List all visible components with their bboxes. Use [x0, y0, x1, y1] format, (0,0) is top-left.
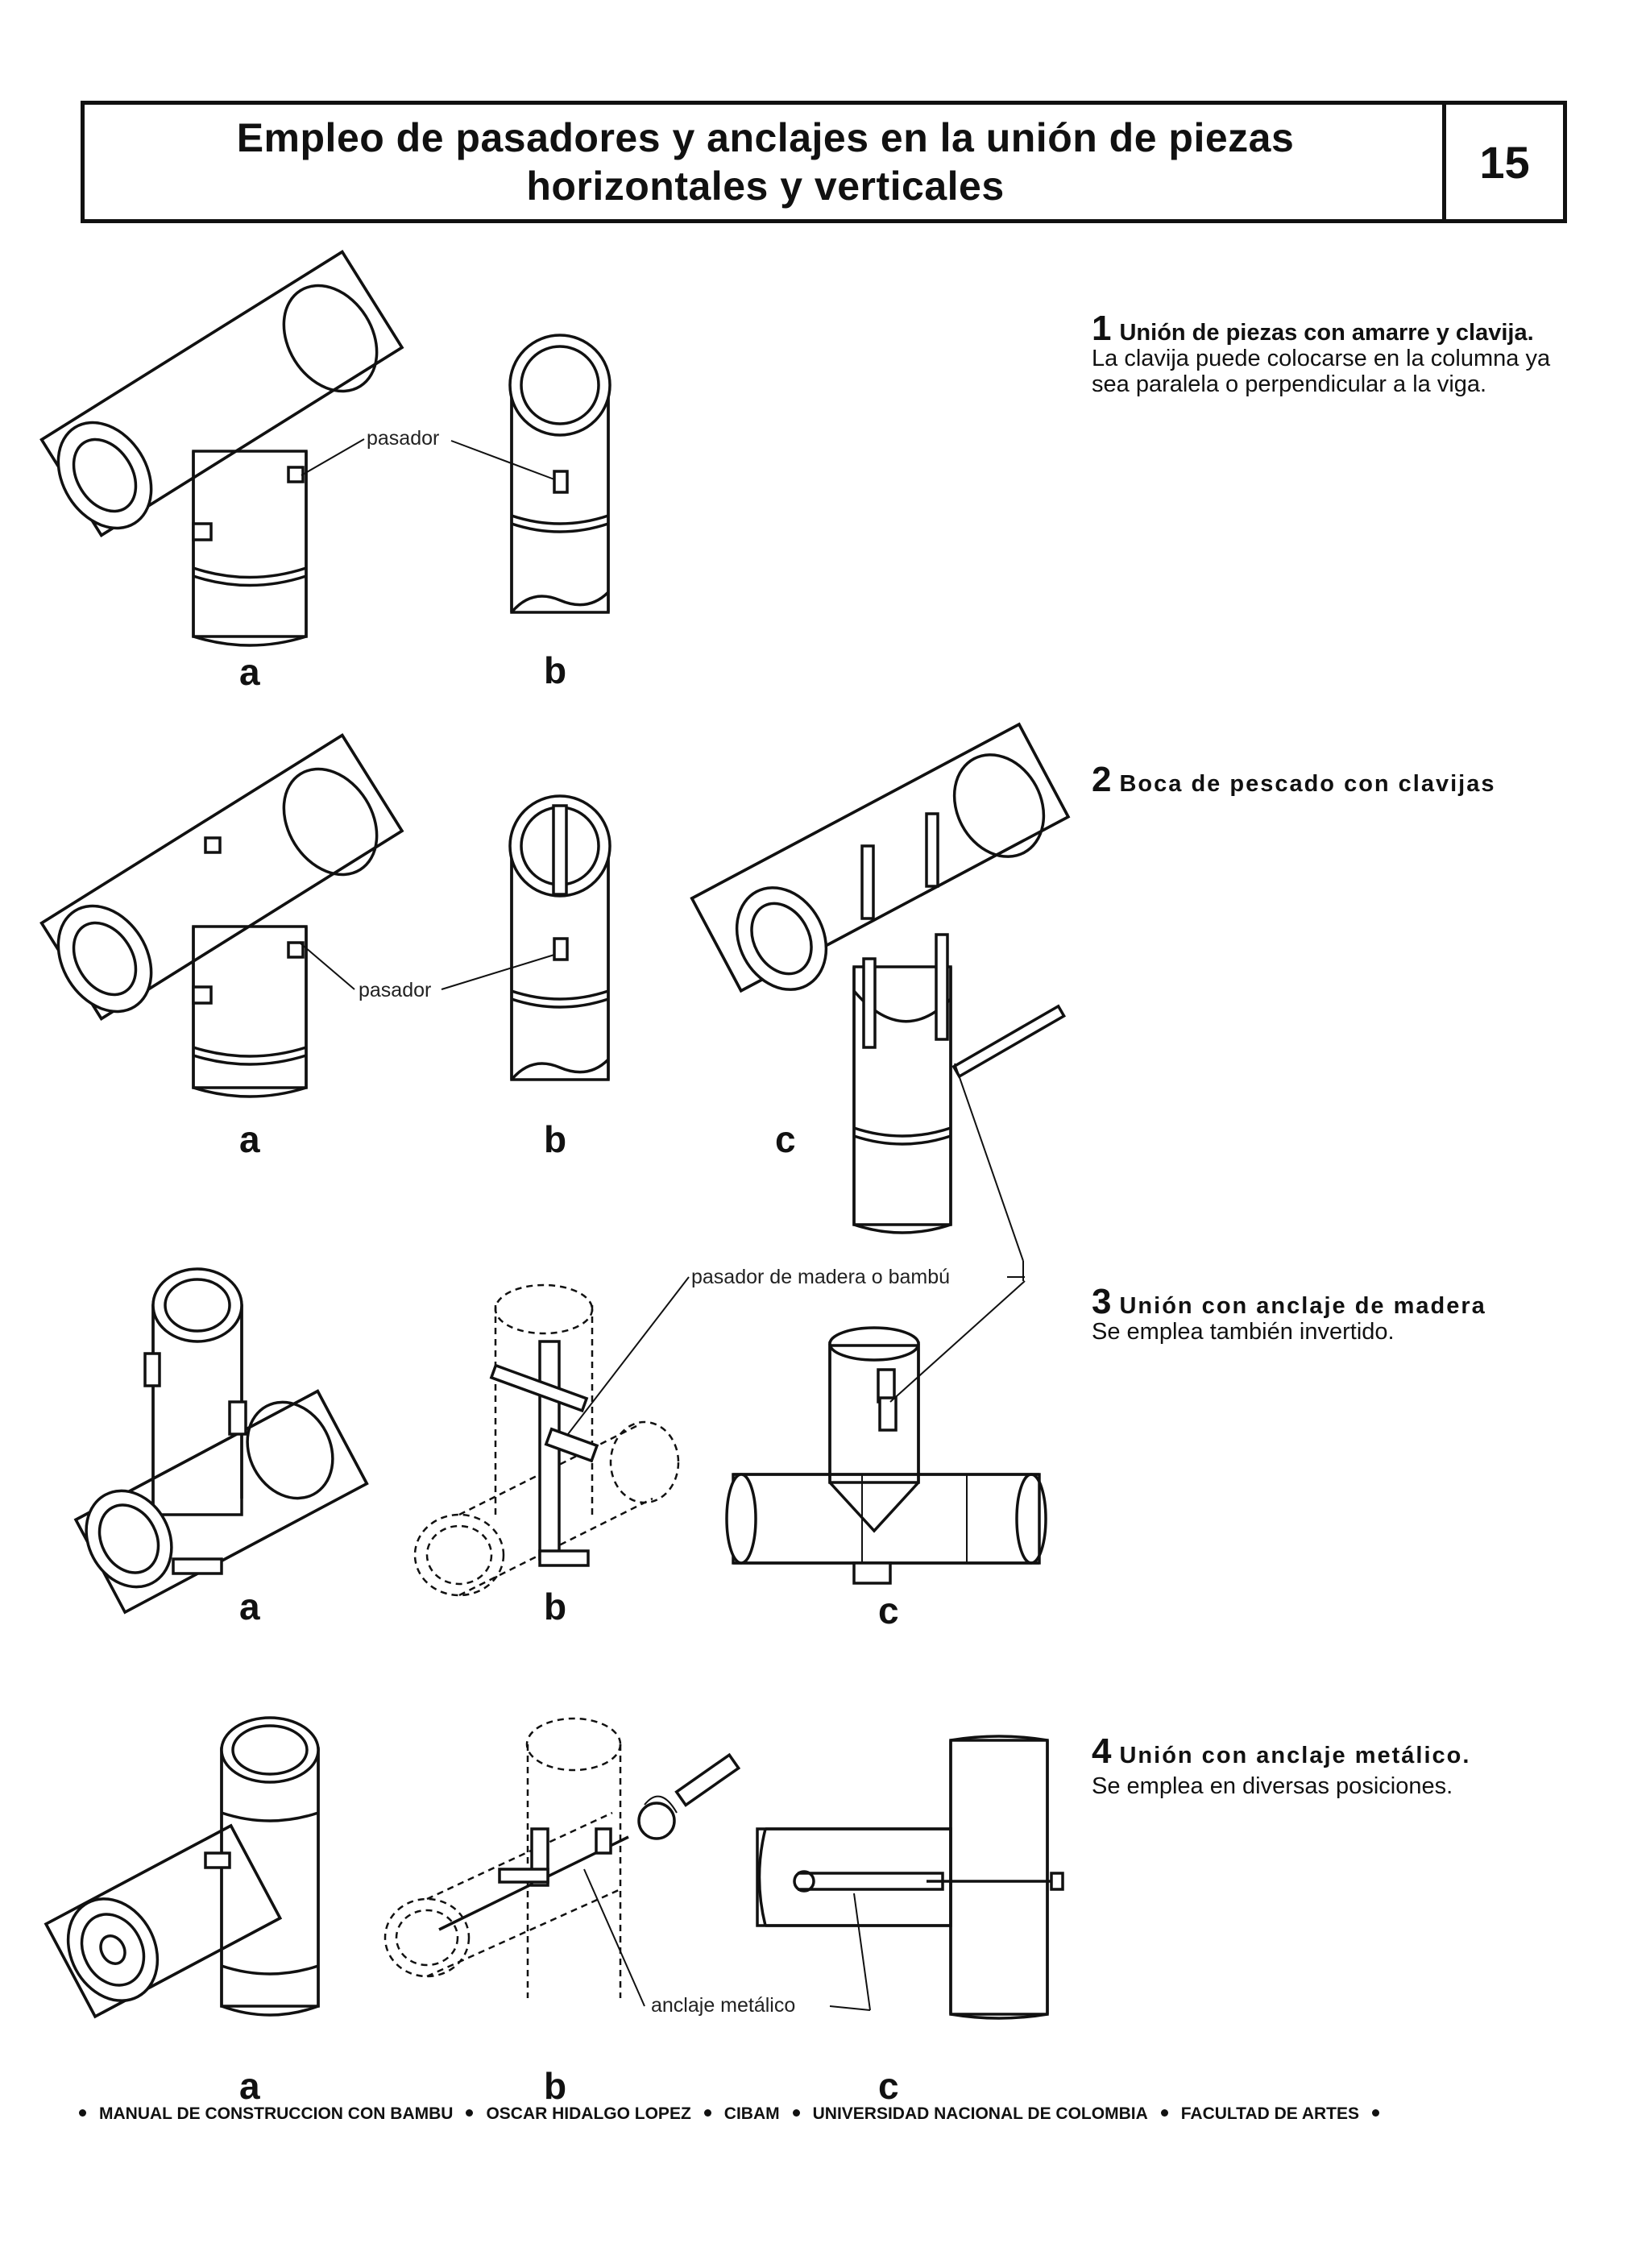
figure-1b-letter: b: [544, 649, 566, 691]
figure-4c-letter: c: [878, 2065, 899, 2107]
footer-bullet: [466, 2109, 474, 2117]
section-1-heading: Unión de piezas con amarre y clavija.: [1119, 320, 1534, 346]
figure-1b-column: [508, 334, 611, 614]
page-header: Empleo de pasadores y anclajes en la uni…: [81, 101, 1567, 223]
section-2-heading: Boca de pescado con clavijas: [1119, 771, 1496, 797]
figure-3c-wood-anchor-section: [725, 1280, 1047, 1585]
page-title: Empleo de pasadores y anclajes en la uni…: [85, 105, 1446, 219]
figure-2b-letter: b: [544, 1118, 566, 1160]
figure-2a-letter: a: [239, 1118, 260, 1160]
section-4-heading: Unión con anclaje metálico.: [1119, 1743, 1471, 1768]
figure-4c-metal-anchor-section: [756, 1735, 1064, 2020]
footer-item-cibam: CIBAM: [723, 2104, 780, 2123]
section-4-body: Se emplea en diversas posiciones.: [1092, 1773, 1453, 1799]
footer-bullet: [703, 2109, 711, 2117]
footer-bullet: [79, 2109, 86, 2117]
footer-item-manual: MANUAL DE CONSTRUCCION CON BAMBU: [99, 2104, 454, 2123]
page-title-line-1: Empleo de pasadores y anclajes en la uni…: [236, 115, 1295, 160]
section-3-number: 3: [1092, 1282, 1112, 1321]
section-4-description: 4 Unión con anclaje metálico. Se emplea e…: [1092, 1734, 1591, 1800]
figure-3b-letter: b: [544, 1586, 566, 1627]
section-2-number: 2: [1092, 760, 1112, 799]
figure-3a-letter: a: [239, 1586, 260, 1627]
footer-item-author: OSCAR HIDALGO LOPEZ: [486, 2104, 691, 2123]
page-footer: MANUAL DE CONSTRUCCION CON BAMBU OSCAR HI…: [79, 2104, 1594, 2124]
figure-1a-letter: a: [239, 651, 260, 693]
footer-bullet: [792, 2109, 800, 2117]
section-1-description: 1 Unión de piezas con amarre y clavija. L…: [1092, 311, 1591, 398]
callout-anclaje-metalico: anclaje metálico: [583, 1868, 871, 2017]
section-4-number: 4: [1092, 1731, 1112, 1771]
figure-2b-column: [508, 794, 611, 1081]
section-3-description: 3 Unión con anclaje de madera Se emplea t…: [1092, 1284, 1591, 1345]
callout-pasador-2: pasador: [299, 942, 555, 1001]
section-1-body: La clavija puede colocarse en la columna…: [1092, 346, 1551, 397]
figure-4b-metal-anchor-exploded: [383, 1717, 741, 1998]
callout-pasador-madera: pasador de madera o bambú: [567, 1266, 1025, 1435]
page-number: 15: [1442, 105, 1563, 219]
footer-item-faculty: FACULTAD DE ARTES: [1180, 2104, 1360, 2123]
section-3-heading: Unión con anclaje de madera: [1119, 1293, 1486, 1319]
callout-pasador-1-label: pasador: [367, 427, 439, 450]
footer-item-university: UNIVERSIDAD NACIONAL DE COLOMBIA: [812, 2104, 1148, 2123]
footer-bullet: [1160, 2109, 1168, 2117]
callout-pasador-1: pasador: [301, 427, 555, 480]
callout-pasador-2-label: pasador: [359, 979, 431, 1001]
figure-3c-letter: c: [878, 1590, 899, 1632]
page-title-line-2: horizontales y verticales: [526, 164, 1005, 209]
section-1-number: 1: [1092, 309, 1112, 348]
figure-2a-fish-mouth: [39, 733, 404, 1098]
footer-bullet: [1372, 2109, 1380, 2117]
figure-2c-exploded: [690, 722, 1071, 1281]
section-2-description: 2 Boca de pescado con clavijas: [1092, 762, 1591, 798]
figure-1a-t-joint: [39, 250, 404, 647]
figure-2c-letter: c: [775, 1118, 796, 1160]
section-3-body: Se emplea también invertido.: [1092, 1319, 1395, 1345]
callout-pasador-madera-label: pasador de madera o bambú: [691, 1266, 950, 1288]
figure-4a-letter: a: [239, 2065, 260, 2107]
figure-3a-wood-anchor: [73, 1267, 369, 1615]
figure-3b-wood-anchor-exploded: [413, 1283, 680, 1597]
figure-4b-letter: b: [544, 2065, 566, 2107]
callout-anclaje-metalico-label: anclaje metálico: [651, 1994, 795, 2017]
figure-4a-metal-anchor: [44, 1716, 320, 2019]
